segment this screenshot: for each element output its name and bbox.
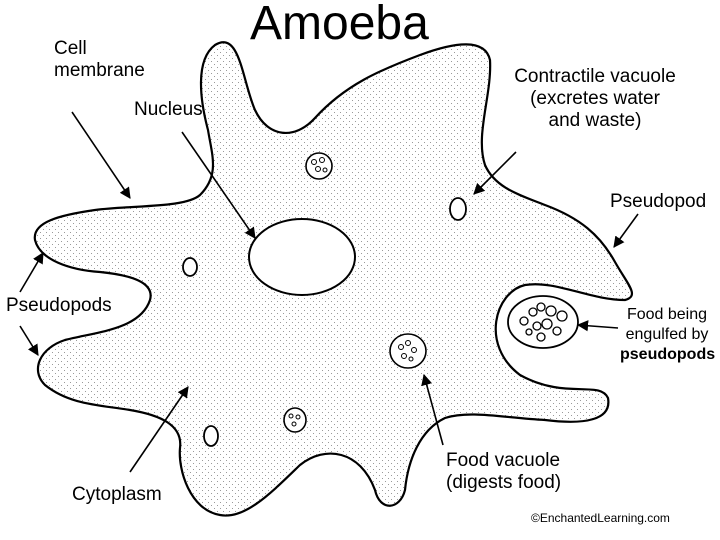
pseudopods-label: Pseudopods xyxy=(6,295,112,316)
food-engulfed-label-line: Food being xyxy=(626,306,708,323)
cytoplasm-label: Cytoplasm xyxy=(72,484,162,505)
contractile-vacuole-label-line: and waste) xyxy=(548,110,642,131)
food-vacuole-label-line: Food vacuole xyxy=(446,450,561,471)
contractile-vacuole-label-line: (excretes water xyxy=(530,88,660,109)
food-vacuole-shape xyxy=(305,152,333,180)
pseudopod-arrow xyxy=(613,213,639,248)
food-vacuole-label-line: (digests food) xyxy=(446,472,562,493)
cell-membrane-arrow xyxy=(71,111,131,199)
food-vacuole-arrow xyxy=(421,373,444,446)
nucleus-label: Nucleus xyxy=(134,99,203,120)
cell-membrane-label: Cell membrane xyxy=(54,38,145,82)
contractile-vacuole-shape xyxy=(449,197,467,221)
small-vacuole xyxy=(182,257,198,277)
small-vacuole xyxy=(203,425,219,447)
engulfed-food-shape xyxy=(507,295,579,349)
food-engulfed-label: Food being engulfed by pseudopods xyxy=(620,305,716,365)
cell-membrane-label-line: membrane xyxy=(54,60,145,81)
food-engulfed-label-line: pseudopods xyxy=(620,346,716,363)
food-engulfed-arrow xyxy=(576,320,619,332)
diagram-title: Amoeba xyxy=(250,0,429,50)
food-vacuole-shape xyxy=(283,407,307,433)
pseudopod-label: Pseudopod xyxy=(610,191,707,212)
contractile-vacuole-label: Contractile vacuole (excretes water and … xyxy=(500,66,690,132)
pseudopods-arrow-upper xyxy=(19,252,44,293)
cell-membrane-label-line: Cell xyxy=(54,38,87,59)
cytoplasm-arrow xyxy=(129,386,189,473)
nucleus-arrow xyxy=(181,131,256,239)
pseudopods-arrow-lower xyxy=(19,325,39,356)
food-vacuole-shape xyxy=(389,333,427,369)
food-vacuole-label: Food vacuole (digests food) xyxy=(446,450,561,494)
nucleus-shape xyxy=(248,218,356,296)
contractile-vacuole-label-line: Contractile vacuole xyxy=(514,66,676,87)
contractile-vacuole-arrow xyxy=(473,151,517,195)
copyright-credit: ©EnchantedLearning.com xyxy=(531,511,670,525)
food-engulfed-label-line: engulfed by xyxy=(625,326,709,343)
